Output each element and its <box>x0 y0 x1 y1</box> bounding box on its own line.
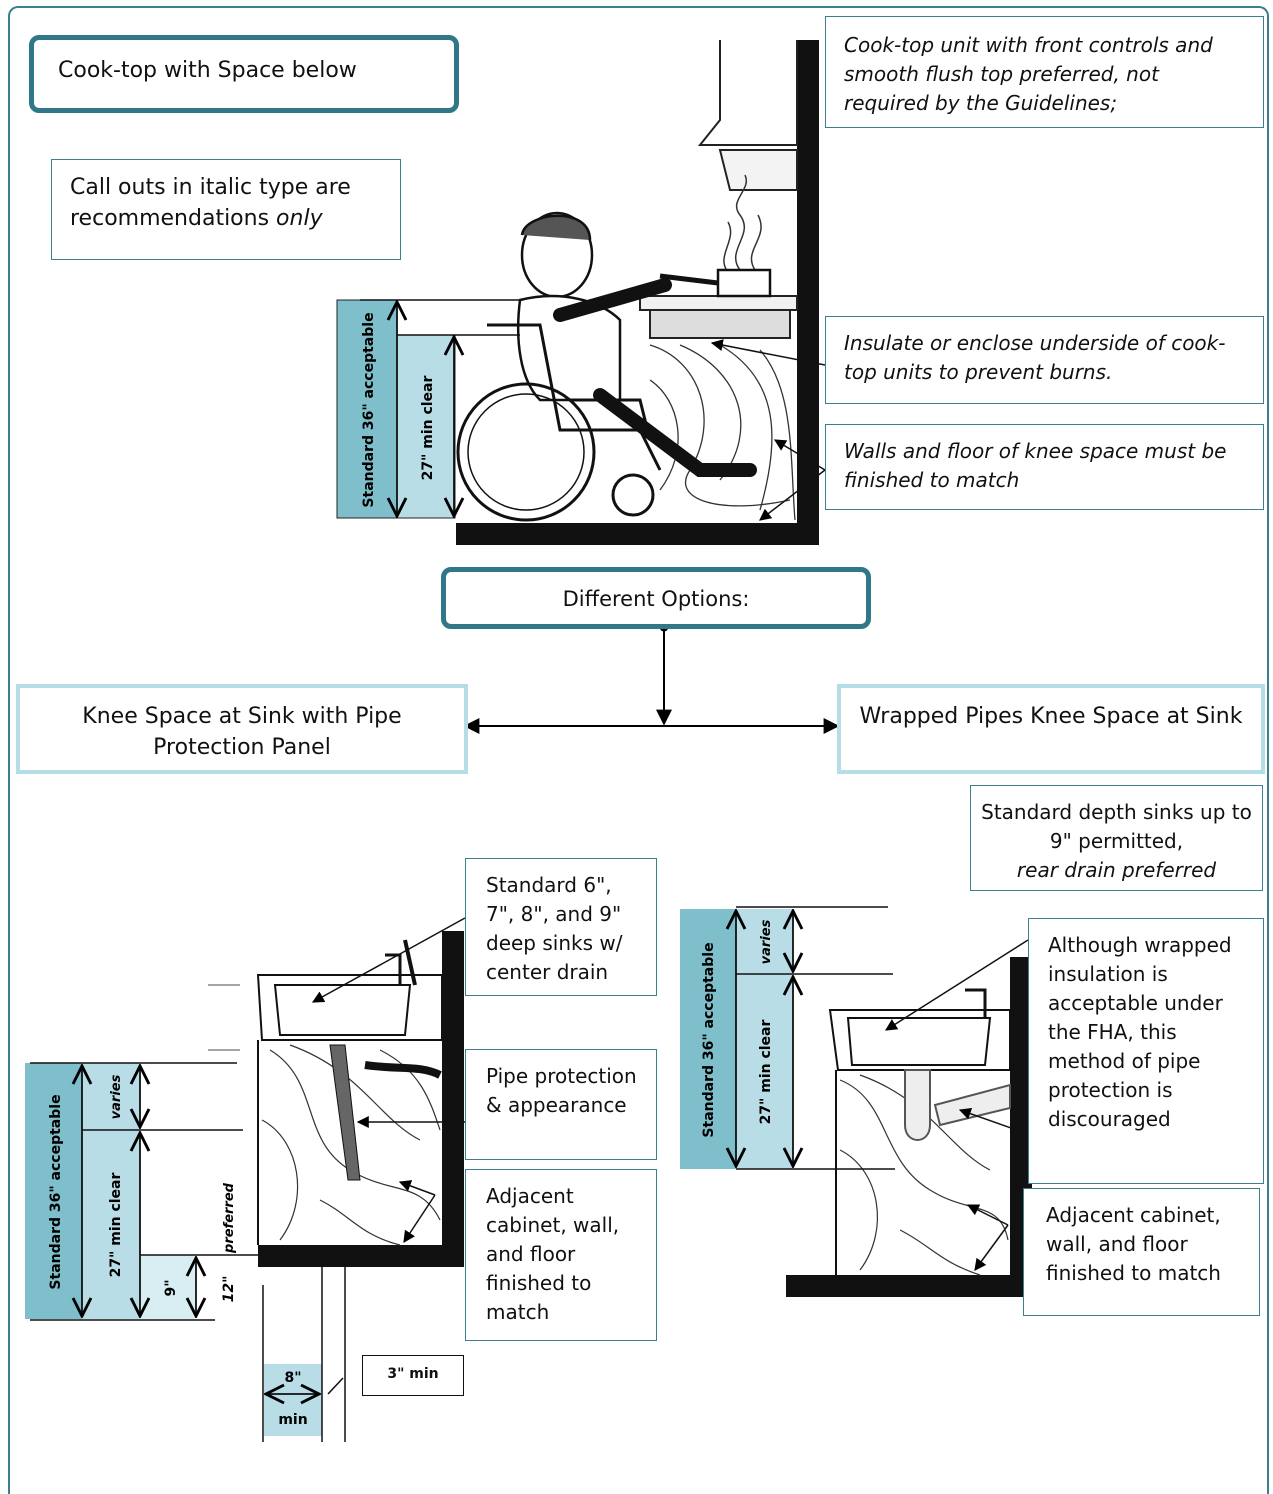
leader-walls-floor <box>759 469 826 521</box>
options-box: Different Options: <box>441 567 871 629</box>
right-dim-standard: Standard 36" acceptable <box>701 942 717 1137</box>
callout-right-adjacent-text: Adjacent cabinet, wall, and floor finish… <box>1046 1203 1221 1285</box>
option-left-box: Knee Space at Sink with Pipe Protection … <box>16 684 468 774</box>
left-sink-dimensions: Standard 36" acceptable varies 27" min c… <box>25 1062 346 1442</box>
left-dim-8: 8" <box>284 1370 301 1386</box>
leader-insulate <box>710 339 826 366</box>
option-right-label: Wrapped Pipes Knee Space at Sink <box>859 704 1243 729</box>
callout-sink-depth-italic: rear drain preferred <box>1016 858 1217 882</box>
cooktop-dim-clear: 27" min clear <box>420 375 436 480</box>
option-left-label: Knee Space at Sink with Pipe Protection … <box>82 704 402 760</box>
callout-sink-depth: Standard depth sinks up to 9" permitted,… <box>970 785 1263 891</box>
option-right-box: Wrapped Pipes Knee Space at Sink <box>837 684 1265 774</box>
left-dim-varies: varies <box>109 1074 124 1119</box>
callout-standard-sinks-text: Standard 6", 7", 8", and 9" deep sinks w… <box>486 873 623 984</box>
left-dim-clear: 27" min clear <box>108 1172 124 1277</box>
diagram-title-text: Cook-top with Space below <box>58 58 357 83</box>
callout-wrapped-pipes: Although wrapped insulation is acceptabl… <box>1028 918 1264 1184</box>
callout-right-adjacent: Adjacent cabinet, wall, and floor finish… <box>1023 1188 1260 1316</box>
dim-3in-min-box: 3" min <box>362 1355 464 1396</box>
callout-wrapped-pipes-text: Although wrapped insulation is acceptabl… <box>1048 933 1232 1131</box>
leader-right-adjacent-cabinet <box>966 1204 1009 1226</box>
leader-adjacent-floor <box>403 1194 436 1244</box>
left-sink-illustration <box>208 931 464 1267</box>
cooktop-dim-standard: Standard 36" acceptable <box>361 312 377 507</box>
left-dim-12: 12" <box>221 1276 237 1303</box>
page-frame <box>8 6 1269 1494</box>
callout-cooktop-controls: Cook-top unit with front controls and sm… <box>825 16 1264 128</box>
callout-left-adjacent-text: Adjacent cabinet, wall, and floor finish… <box>486 1184 620 1324</box>
leader-sinks <box>311 917 466 1003</box>
callout-insulate: Insulate or enclose underside of cook-to… <box>825 316 1264 404</box>
options-label: Different Options: <box>562 587 750 611</box>
right-dim-clear: 27" min clear <box>758 1019 774 1124</box>
callout-walls-floor: Walls and floor of knee space must be fi… <box>825 424 1264 510</box>
right-dim-varies: varies <box>759 919 774 964</box>
legend-note: Call outs in italic type are recommendat… <box>51 159 401 260</box>
leader-walls-wall <box>773 439 826 471</box>
diagram-title: Cook-top with Space below <box>29 35 459 113</box>
callout-sink-depth-text: Standard depth sinks up to 9" permitted, <box>981 800 1252 853</box>
left-dim-9: 9" <box>163 1279 179 1296</box>
options-connector <box>463 622 840 734</box>
left-dim-min: min <box>278 1412 307 1428</box>
leader-adjacent-cabinet <box>398 1180 436 1196</box>
legend-note-text: Call outs in italic type are recommendat… <box>70 175 351 231</box>
right-sink-dimensions: Standard 36" acceptable varies 27" min c… <box>680 906 895 1170</box>
left-dim-standard: Standard 36" acceptable <box>48 1094 64 1289</box>
callout-standard-sinks: Standard 6", 7", 8", and 9" deep sinks w… <box>465 858 657 996</box>
leader-right-sink <box>884 939 1029 1031</box>
left-dim-preferred: preferred <box>222 1182 237 1254</box>
legend-note-emphasis: only <box>276 206 323 231</box>
cooktop-illustration <box>456 40 819 545</box>
callout-walls-floor-text: Walls and floor of knee space must be fi… <box>844 439 1227 492</box>
leader-right-adjacent-floor <box>974 1224 1009 1271</box>
cooktop-dimensions: Standard 36" acceptable 27" min clear <box>336 299 520 519</box>
callout-cooktop-controls-text: Cook-top unit with front controls and sm… <box>844 33 1213 115</box>
dim-3in-min-label: 3" min <box>387 1366 439 1382</box>
callout-left-adjacent: Adjacent cabinet, wall, and floor finish… <box>465 1169 657 1341</box>
callout-pipe-protection: Pipe protection & appearance <box>465 1049 657 1160</box>
callout-pipe-protection-text: Pipe protection & appearance <box>486 1064 637 1117</box>
leader-wrapped <box>958 1107 1029 1135</box>
right-sink-illustration <box>786 957 1032 1297</box>
callout-insulate-text: Insulate or enclose underside of cook-to… <box>844 331 1226 384</box>
